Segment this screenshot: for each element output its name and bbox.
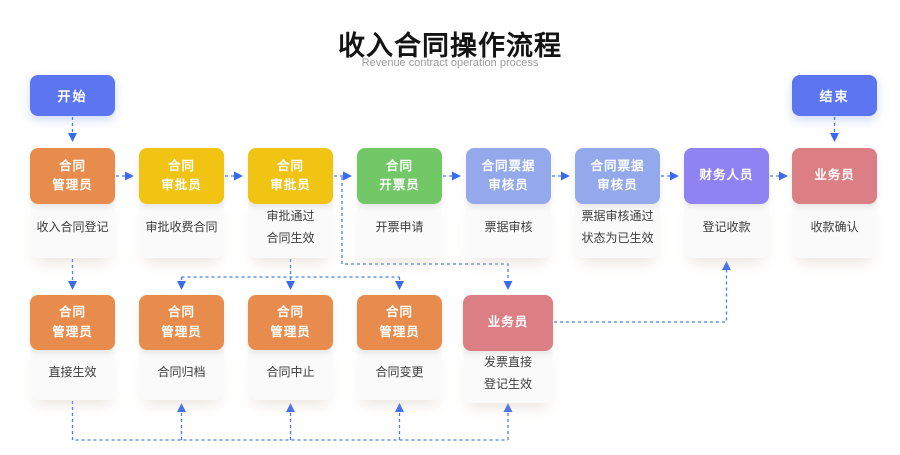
role-header: 合同 管理员 bbox=[30, 148, 115, 204]
action-card: 开票申请 bbox=[357, 198, 442, 258]
action-card: 合同变更 bbox=[357, 345, 442, 400]
node-manager-direct-effective: 直接生效 合同 管理员 bbox=[30, 295, 115, 400]
action-card: 合同归档 bbox=[139, 345, 224, 400]
action-card: 审批通过 合同生效 bbox=[248, 198, 333, 258]
role-header: 业务员 bbox=[792, 148, 877, 204]
node-manager-archive: 合同归档 合同 管理员 bbox=[139, 295, 224, 400]
node-contract-manager-register: 收入合同登记 合同 管理员 bbox=[30, 148, 115, 258]
role-header: 财务人员 bbox=[684, 148, 769, 204]
action-card: 票据审核通过 状态为已生效 bbox=[575, 198, 660, 258]
role-header: 合同 管理员 bbox=[357, 295, 442, 350]
action-card: 收入合同登记 bbox=[30, 198, 115, 258]
node-bill-auditor-review: 票据审核 合同票据 审核员 bbox=[466, 148, 551, 258]
role-header: 合同 审批员 bbox=[139, 148, 224, 204]
action-card: 发票直接 登记生效 bbox=[463, 345, 553, 403]
action-card: 直接生效 bbox=[30, 345, 115, 400]
node-finance-register-payment: 登记收款 财务人员 bbox=[684, 148, 769, 258]
node-salesman-invoice-effective: 发票直接 登记生效 业务员 bbox=[463, 295, 553, 403]
node-bill-auditor-passed: 票据审核通过 状态为已生效 合同票据 审核员 bbox=[575, 148, 660, 258]
role-header: 合同 管理员 bbox=[248, 295, 333, 350]
page-subtitle: Revenue contract operation process bbox=[361, 57, 539, 69]
node-invoicer-apply: 开票申请 合同 开票员 bbox=[357, 148, 442, 258]
action-card: 合同中止 bbox=[248, 345, 333, 400]
end-node: 结束 bbox=[792, 75, 877, 116]
action-card: 票据审核 bbox=[466, 198, 551, 258]
role-header: 合同票据 审核员 bbox=[575, 148, 660, 204]
start-node: 开始 bbox=[30, 75, 115, 116]
node-approver-effective: 审批通过 合同生效 合同 审批员 bbox=[248, 148, 333, 258]
node-salesman-confirm-payment: 收款确认 业务员 bbox=[792, 148, 877, 258]
role-header: 合同 管理员 bbox=[139, 295, 224, 350]
role-header: 合同 审批员 bbox=[248, 148, 333, 204]
action-card: 收款确认 bbox=[792, 198, 877, 258]
role-header: 合同 开票员 bbox=[357, 148, 442, 204]
action-card: 审批收费合同 bbox=[139, 198, 224, 258]
node-manager-terminate: 合同中止 合同 管理员 bbox=[248, 295, 333, 400]
node-manager-modify: 合同变更 合同 管理员 bbox=[357, 295, 442, 400]
role-header: 合同票据 审核员 bbox=[466, 148, 551, 204]
node-approver-review: 审批收费合同 合同 审批员 bbox=[139, 148, 224, 258]
role-header: 合同 管理员 bbox=[30, 295, 115, 350]
action-card: 登记收款 bbox=[684, 198, 769, 258]
role-header: 业务员 bbox=[463, 295, 553, 351]
page-title: 收入合同操作流程 bbox=[338, 31, 562, 61]
